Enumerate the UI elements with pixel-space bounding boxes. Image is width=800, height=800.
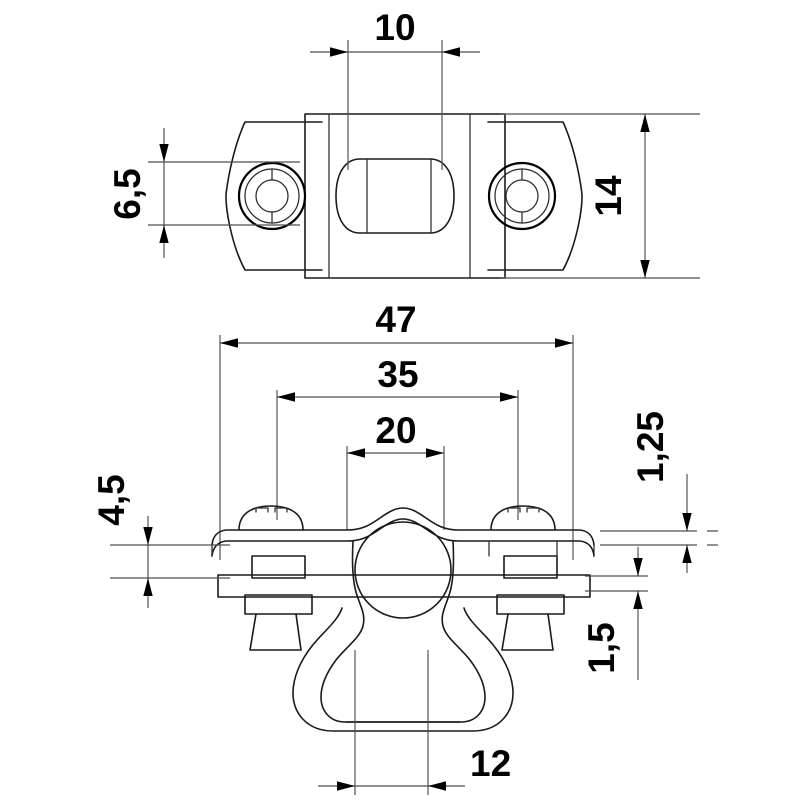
right-screw-tip [501,613,554,651]
dimension-14: 14 [500,113,700,279]
front-view-right-screw [490,505,565,651]
right-screw-collar [496,594,565,615]
right-screw-slot [507,507,540,513]
dim-45-text: 4,5 [91,474,132,525]
dimension-47: 47 [219,299,574,560]
top-view-left-screw-outer [237,161,307,231]
dim-14-text: 14 [588,175,629,217]
left-screw-collar [244,594,313,615]
dim-10-text: 10 [374,7,415,48]
dim-47-text: 47 [375,299,416,340]
front-view-group [211,505,595,732]
left-screw-shank-upper [251,555,306,579]
dimension-20: 20 [346,410,445,530]
dim-20-text: 20 [375,410,416,451]
dimension-10: 10 [310,7,480,170]
dimension-6-5: 6,5 [107,128,300,258]
right-screw-shank-upper [503,555,558,579]
top-view-group [225,113,583,279]
dim-65-text: 6,5 [107,168,148,219]
dim-35-text: 35 [377,354,418,395]
dimension-1-25: 1,25 [600,411,718,573]
top-view-left-wing [225,121,323,271]
front-view-saddle-left [320,540,461,723]
front-view-left-screw [238,505,313,651]
left-screw-slot [255,507,288,513]
right-screw-head [490,505,556,531]
front-view-pipe-circle [354,521,452,619]
dimension-35: 35 [276,354,519,520]
front-view-loop-outer [292,607,514,732]
top-view-right-screw-outer [487,161,557,231]
front-view-base-plate [217,574,591,598]
top-view-center-boss [335,158,455,234]
dim-125-text: 1,25 [630,411,671,483]
top-view-right-wing [487,121,583,271]
dimension-4-5: 4,5 [91,474,230,608]
dimension-12: 12 [318,650,511,795]
dim-15-text: 1,5 [581,622,622,673]
front-view-upper-strap-bottom [211,518,595,557]
dimension-1-5: 1,5 [581,547,648,680]
dim-125-gap-mask [697,527,707,549]
front-view-saddle-right [345,540,486,723]
left-screw-tip [249,613,302,651]
dim-12-text: 12 [470,743,511,784]
left-screw-head [238,505,304,531]
